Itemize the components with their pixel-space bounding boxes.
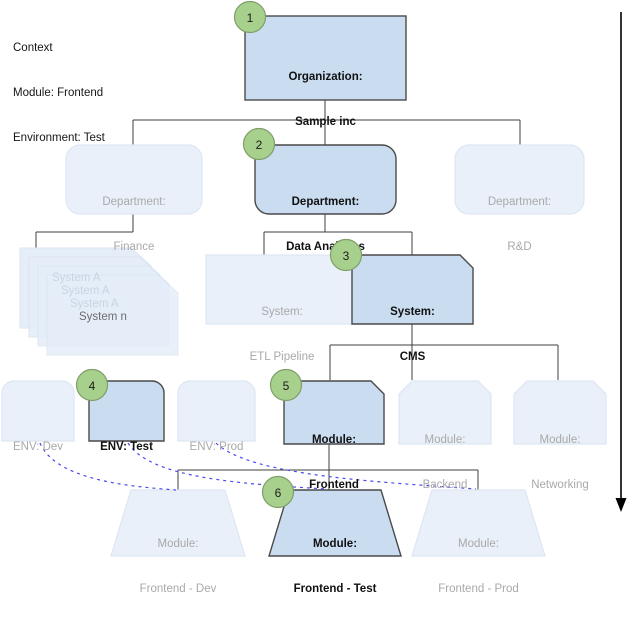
badge-1[interactable] [233, 0, 267, 34]
node-dept-data-analytics[interactable] [254, 144, 397, 215]
context-line-2: Module: Frontend [13, 87, 104, 99]
context-line-3: Environment: Test [13, 132, 105, 144]
stack-card-4 [46, 274, 179, 356]
badge-5[interactable] [269, 368, 303, 402]
node-system-stack[interactable] [19, 247, 179, 356]
stack-label-4: System n [79, 311, 127, 323]
env-deployment-links [39, 442, 477, 491]
diagram-shapes [1, 12, 627, 557]
stack-label-3: System A [70, 298, 119, 310]
context-panel: Context Module: Frontend Environment: Te… [13, 11, 105, 176]
step-badges: 1 2 3 4 5 6 [75, 0, 363, 509]
node-system-cms[interactable] [351, 254, 474, 325]
badge-3-label: 3 [343, 249, 350, 263]
node-dept-rnd[interactable] [454, 144, 585, 215]
link-prod [215, 442, 477, 490]
badge-1-label: 1 [247, 11, 254, 25]
badge-2-label: 2 [256, 138, 263, 152]
badge-3[interactable] [329, 238, 363, 272]
node-env-prod[interactable] [177, 380, 256, 442]
node-dept-finance[interactable] [65, 144, 203, 215]
context-line-1: Context [13, 42, 53, 54]
link-test [127, 442, 328, 490]
badge-4-label: 4 [89, 379, 96, 393]
node-org[interactable] [244, 15, 407, 101]
badge-6[interactable] [261, 475, 295, 509]
node-deploy-frontend-dev[interactable] [110, 489, 246, 557]
drill-down-arrow [615, 12, 627, 512]
stack-label-1: System A [52, 272, 101, 284]
node-module-networking[interactable] [513, 380, 607, 445]
badge-4[interactable] [75, 368, 109, 402]
node-deploy-frontend-test[interactable] [268, 489, 402, 557]
connector-lines [35, 100, 559, 490]
node-deploy-frontend-prod[interactable] [411, 489, 546, 557]
badge-6-label: 6 [275, 486, 282, 500]
badge-2[interactable] [242, 127, 276, 161]
stack-label-2: System A [61, 285, 110, 297]
badge-5-label: 5 [283, 379, 290, 393]
link-dev [39, 442, 177, 491]
node-module-backend[interactable] [398, 380, 492, 445]
node-env-dev[interactable] [1, 380, 75, 442]
